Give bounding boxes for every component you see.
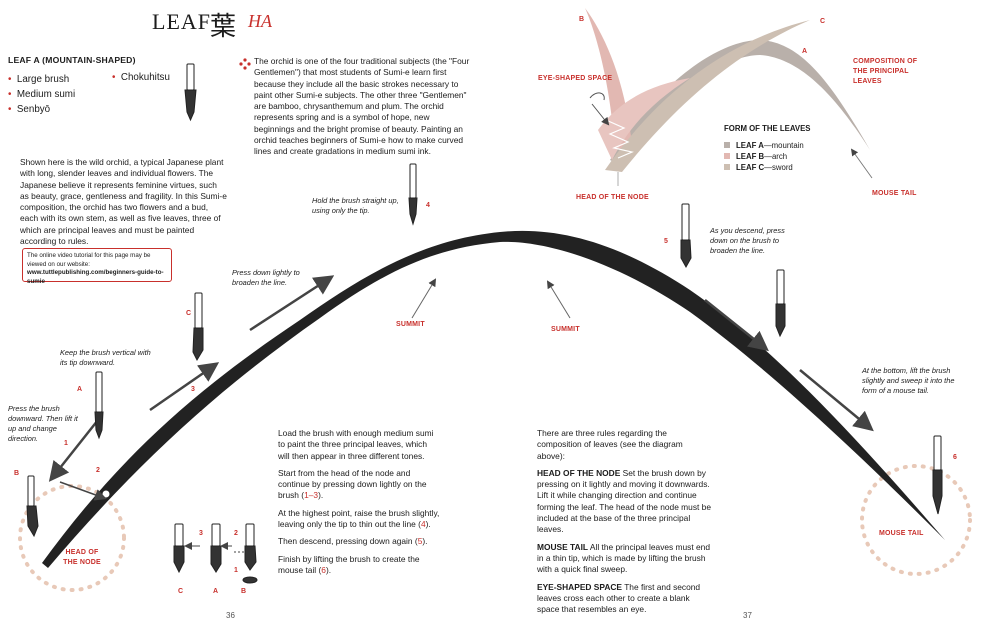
page-title: LEAF [152,9,211,34]
rules: There are three rules regarding the comp… [537,428,711,615]
diagram-letter-b: B [579,16,585,23]
video-link[interactable]: www.tuttlepublishing.com/beginners-guide… [27,269,164,285]
page-number-left: 36 [226,611,235,620]
video-box[interactable]: The online video tutorial for this page … [22,248,172,285]
mini-letter-c: C [178,588,184,595]
kanji-title: 葉 [210,12,237,42]
step-3: 3 [191,386,195,393]
mini-letter-a: A [213,588,219,595]
form-list: LEAF A—mountain LEAF B—arch LEAF C—sword [724,140,804,173]
annotation-bottom: At the bottom, lift the brush slightly a… [862,366,955,395]
annotation-press-down: Press the brush downward. Then lift it u… [8,404,78,443]
material-item: • Medium sumi [8,89,76,100]
step-2: 2 [96,467,100,474]
brush-drawings [26,63,943,584]
swatch-a [724,142,730,148]
leaf-a-diagram [610,40,870,165]
instruction-p3: At the highest point, raise the brush sl… [278,507,440,530]
rule-2: MOUSE TAIL All the principal leaves must… [537,541,710,575]
diagram-letter-c: C [820,18,826,25]
instructions: Load the brush with enough medium sumi t… [278,428,440,576]
material-item: • Senbyō [8,104,51,115]
mini-num-2: 2 [234,530,238,537]
label-summit-right: SUMMIT [551,326,580,333]
instruction-p5: Finish by lifting the brush to create th… [278,553,420,575]
label-mouse-tail-top: MOUSE TAIL [872,190,917,197]
swatch-b [724,153,730,159]
flower-bullet-icon [239,58,251,70]
mini-num-3: 3 [199,530,203,537]
rule-1: HEAD OF THE NODE Set the brush down by p… [537,467,711,535]
diagram-letter-a: A [802,48,808,55]
instruction-p4: Then descend, pressing down again (5). [278,536,428,547]
annotation-hold-straight: Hold the brush straight up, using only t… [312,196,399,215]
leaf-c-diagram [605,20,810,172]
form-item: LEAF C—sword [724,162,804,173]
mini-num-1: 1 [234,567,238,574]
instruction-p1: Load the brush with enough medium sumi t… [278,428,434,461]
step-1: 1 [64,440,68,447]
annotation-descend: As you descend, press down on the brush … [710,226,785,255]
materials-list: • Large brush • Medium sumi • Senbyō [8,72,75,117]
material-item-col2: • Chokuhitsu [112,72,170,83]
form-item: LEAF B—arch [724,151,804,162]
label-eye-shaped-space: EYE-SHAPED SPACE [538,75,613,82]
black-leaf-stroke [42,230,945,568]
mini-letter-b: B [241,588,247,595]
rule-3: EYE-SHAPED SPACE The first and second le… [537,581,701,615]
step-4: 4 [426,202,430,209]
leaf-a-heading: LEAF A (MOUNTAIN-SHAPED) [8,55,136,65]
intro-text: Shown here is the wild orchid, a typical… [20,157,227,247]
form-item: LEAF A—mountain [724,140,804,151]
instruction-p2: Start from the head of the node and cont… [278,467,427,501]
form-title: FORM OF THE LEAVES [724,124,811,133]
step-5: 5 [664,238,668,245]
brush-letter-a: A [77,386,83,393]
step-6: 6 [953,454,957,461]
label-head-of-node: HEAD OF THE NODE [63,549,101,566]
material-item: • Large brush [8,74,70,85]
annotation-press-lightly: Press down lightly to broaden the line. [232,268,300,287]
orchid-note: The orchid is one of the four traditiona… [254,56,470,157]
label-summit-left: SUMMIT [396,321,425,328]
brush-letter-c: C [186,310,192,317]
annotation-keep-vertical: Keep the brush vertical with its tip dow… [60,348,151,367]
mouse-tail-circle [860,464,972,576]
page-number-right: 37 [743,611,752,620]
video-note: The online video tutorial for this page … [27,252,151,268]
swatch-c [724,164,730,170]
label-composition: COMPOSITION OF THE PRINCIPAL LEAVES [853,58,918,85]
label-mouse-tail: MOUSE TAIL [879,530,924,537]
title-reading: HA [248,11,272,31]
label-head-of-node-top: HEAD OF THE NODE [576,194,649,201]
rules-intro: There are three rules regarding the comp… [537,428,683,461]
brush-letter-b: B [14,470,20,477]
